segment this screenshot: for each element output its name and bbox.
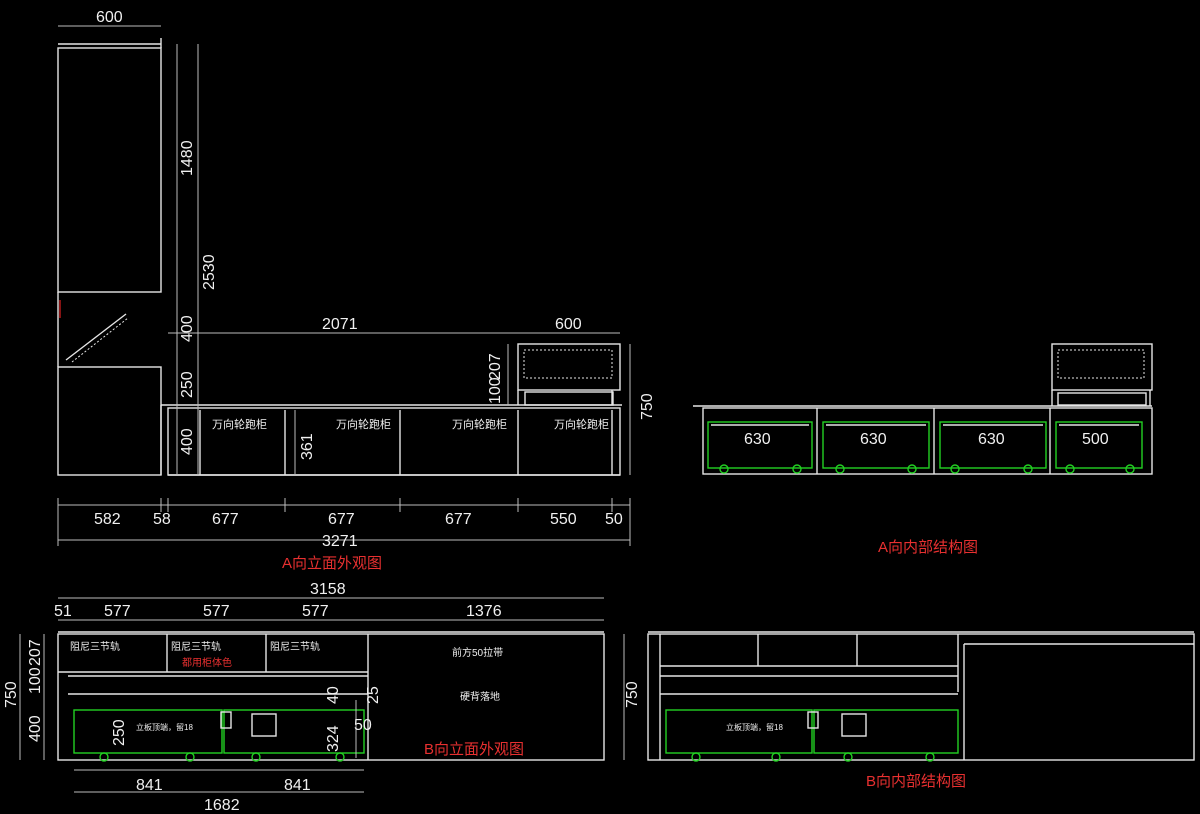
dim-a-2530: 2530 [201, 254, 218, 290]
drawer-b-int-2 [813, 709, 959, 754]
dim-a-750: 750 [639, 393, 656, 420]
drawer-a-4-width: 500 [1082, 431, 1109, 448]
note-stile-right: 立板顶端，留18 [726, 722, 783, 732]
label-rail-2: 阻尼三节轨 [171, 640, 221, 653]
title-a-internal: A向内部结构图 [878, 539, 978, 556]
dim-a-50: 50 [605, 511, 623, 528]
dim-b-577-2: 577 [203, 603, 230, 620]
drawer-a-3 [939, 421, 1047, 469]
dim-a-400-base: 400 [179, 428, 196, 455]
dim-b-3158: 3158 [310, 581, 346, 598]
dim-b-25: 25 [365, 686, 382, 704]
dim-b-577-3: 577 [302, 603, 329, 620]
label-cab-3: 万向轮跑柜 [452, 417, 507, 431]
title-b-elevation: B向立面外观图 [424, 741, 524, 758]
dim-b-250: 250 [111, 719, 128, 746]
dim-a-100: 100 [487, 377, 504, 404]
stile-detail-right [841, 713, 867, 737]
dim-b-40: 40 [325, 686, 342, 704]
stile-detail-left [251, 713, 277, 737]
dim-b-841-2: 841 [284, 777, 311, 794]
drawer-b-1 [73, 709, 223, 754]
label-body-color: 都用柜体色 [182, 656, 232, 669]
dim-a-582: 582 [94, 511, 121, 528]
drawer-a-1-width: 630 [744, 431, 771, 448]
dim-b-841-1: 841 [136, 777, 163, 794]
label-rail-1: 阻尼三节轨 [70, 640, 120, 653]
right-top-box [517, 343, 621, 391]
dim-b-int-750: 750 [624, 681, 641, 708]
dim-a-361: 361 [299, 433, 316, 460]
drawer-a-2 [822, 421, 930, 469]
dim-b-750: 750 [3, 681, 20, 708]
note-stile-left: 立板顶端，留18 [136, 722, 193, 732]
dim-b-577-1: 577 [104, 603, 131, 620]
dim-b-1376: 1376 [466, 603, 502, 620]
drawer-a-1 [707, 421, 813, 469]
dim-a-677-3: 677 [445, 511, 472, 528]
b-internal-view: 750 立板顶端，留18 B向内部结构图 [623, 631, 1195, 790]
drawer-a-4 [1055, 421, 1143, 469]
dim-a-top-600: 600 [96, 9, 123, 26]
dim-b-400: 400 [27, 715, 44, 742]
dim-a-550: 550 [550, 511, 577, 528]
title-a-elevation: A向立面外观图 [282, 555, 382, 572]
label-hard-back: 硬背落地 [460, 690, 500, 703]
a-elevation-view: 600 1480 2530 400 250 400 2071 600 207 1… [57, 9, 656, 572]
tall-cabinet-upper [57, 47, 162, 293]
dim-b-324: 324 [325, 725, 342, 752]
a-internal-view: 630 630 630 500 A向内部结构图 [693, 343, 1153, 556]
dim-a-2071: 2071 [322, 316, 358, 333]
dim-b-51: 51 [54, 603, 72, 620]
dim-b-100: 100 [27, 667, 44, 694]
dim-b-50: 50 [354, 717, 372, 734]
label-cab-2: 万向轮跑柜 [336, 417, 391, 431]
dim-a-400-upper: 400 [179, 315, 196, 342]
b-elevation-view: 3158 51 577 577 577 1376 750 207 100 400… [3, 581, 605, 814]
tall-cabinet-lower [57, 366, 162, 476]
drawer-b-int-1 [665, 709, 813, 754]
dim-a-250: 250 [179, 371, 196, 398]
drawer-a-3-width: 630 [978, 431, 1005, 448]
label-cab-4: 万向轮跑柜 [554, 417, 609, 431]
dim-a-3271: 3271 [322, 533, 358, 550]
drawer-b-2 [223, 709, 365, 754]
title-b-internal: B向内部结构图 [866, 773, 966, 790]
dim-b-1682: 1682 [204, 797, 240, 814]
drawer-a-2-width: 630 [860, 431, 887, 448]
dim-a-58: 58 [153, 511, 171, 528]
dim-b-207: 207 [27, 639, 44, 666]
dim-a-677-2: 677 [328, 511, 355, 528]
label-rail-3: 阻尼三节轨 [270, 640, 320, 653]
dim-a-207: 207 [487, 353, 504, 380]
label-front-strap: 前方50拉带 [452, 646, 503, 659]
label-cab-1: 万向轮跑柜 [212, 417, 267, 431]
dim-a-1480: 1480 [179, 140, 196, 176]
dim-a-677-1: 677 [212, 511, 239, 528]
dim-a-right-600: 600 [555, 316, 582, 333]
